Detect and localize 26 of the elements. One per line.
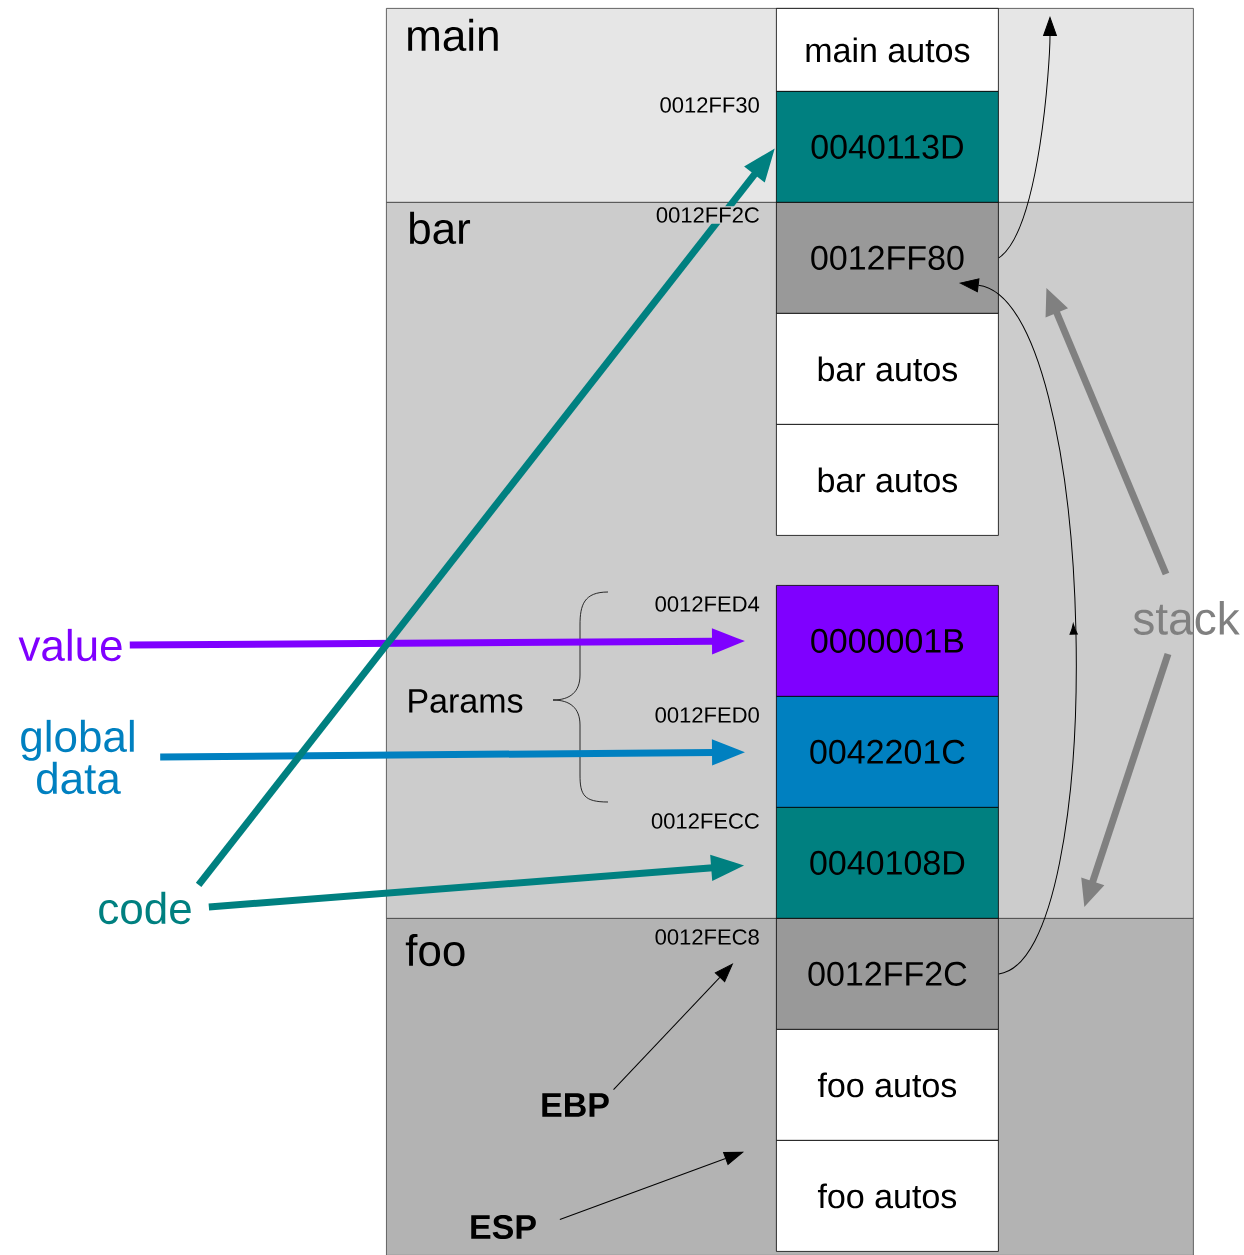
memory-cell: foo autos <box>776 1140 999 1252</box>
memory-cell: 0000001B <box>776 585 999 697</box>
arrow <box>998 17 1057 259</box>
pointer-label: code <box>99 891 191 925</box>
memory-cell: 0040113D <box>776 91 999 203</box>
pointer-label: value <box>18 628 122 662</box>
memory-cell: 0012FF2C <box>776 918 999 1030</box>
address-label: 0012FECC <box>649 812 761 830</box>
memory-cell: bar autos <box>776 424 999 536</box>
address-label: 0012FF2C <box>654 206 761 224</box>
address-label: 0012FEC8 <box>653 928 761 946</box>
memory-cell: 0012FF80 <box>776 202 999 314</box>
memory-cell: bar autos <box>776 313 999 425</box>
memory-cell: main autos <box>776 8 999 92</box>
register-label: EBP <box>542 1093 609 1117</box>
memory-cell: foo autos <box>776 1029 999 1141</box>
memory-cell: 0042201C <box>776 696 999 808</box>
address-label: 0012FED4 <box>653 595 761 613</box>
address-label: 0012FED0 <box>653 706 761 724</box>
pointer-label: global data <box>21 719 134 795</box>
register-label: ESP <box>471 1214 536 1240</box>
address-label: 0012FF30 <box>658 96 761 114</box>
arrow <box>613 963 733 1091</box>
memory-cell: 0040108D <box>776 807 999 919</box>
arrow <box>559 1151 744 1220</box>
brace-label: Params <box>409 689 523 713</box>
